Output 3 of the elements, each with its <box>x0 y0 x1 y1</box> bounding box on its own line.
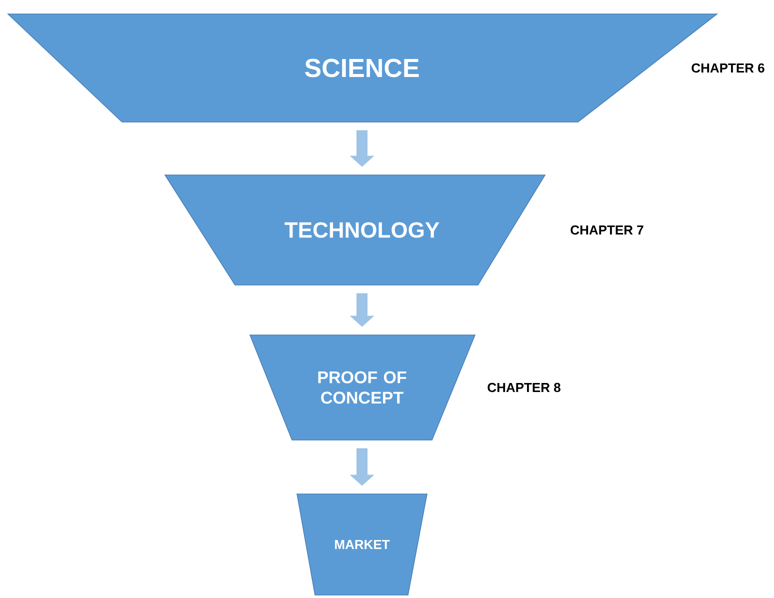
funnel-stage: MARKET <box>296 494 428 596</box>
chapter-label: CHAPTER 7 <box>570 225 644 235</box>
chapter-label: CHAPTER 8 <box>488 382 560 392</box>
